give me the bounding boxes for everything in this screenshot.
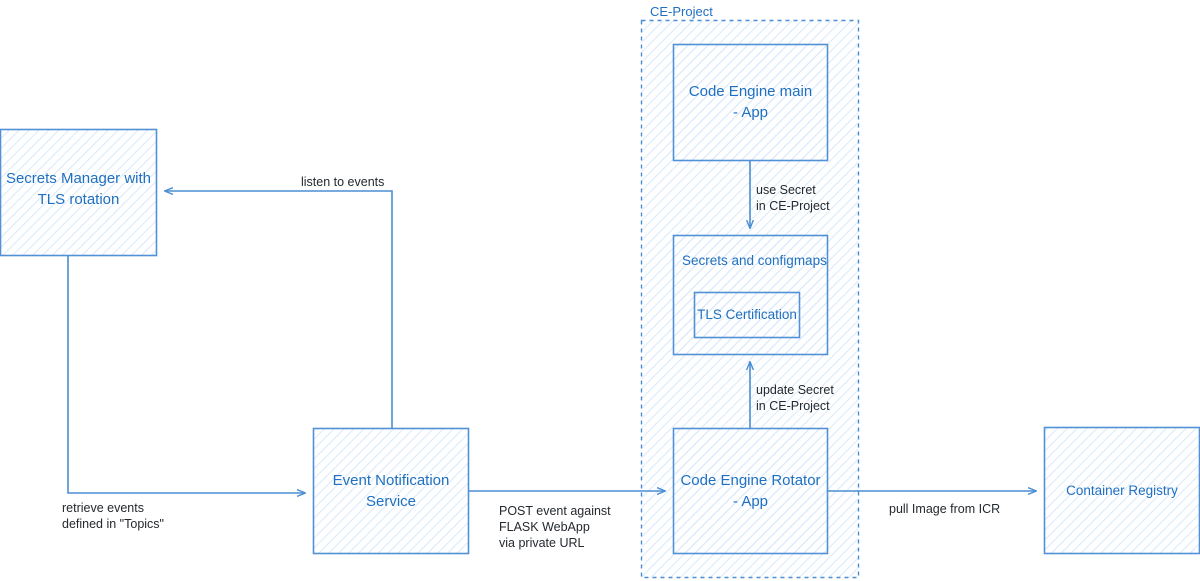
edge-label-use-secret: use Secret in CE-Project bbox=[756, 183, 830, 213]
edge-listen-to-events bbox=[165, 191, 393, 428]
edge-label-retrieve-events: retrieve events defined in "Topics" bbox=[62, 501, 164, 531]
edge-label-pull-image-from-icr: pull Image from ICR bbox=[889, 502, 1001, 516]
node-secrets-manager-box[interactable] bbox=[0, 128, 158, 257]
node-code-engine-rotator-app-box[interactable] bbox=[672, 427, 829, 555]
node-tls-certification-box[interactable] bbox=[693, 291, 801, 339]
edge-label-update-secret: update Secret in CE-Project bbox=[756, 383, 834, 413]
group-ce-project-title: CE-Project bbox=[650, 4, 713, 19]
node-event-notification-service-box[interactable] bbox=[312, 427, 470, 555]
edge-label-listen-to-events: listen to events bbox=[301, 175, 385, 189]
edge-retrieve-events bbox=[67, 256, 305, 493]
edge-label-post-event: POST event against FLASK WebApp via priv… bbox=[499, 504, 611, 550]
node-code-engine-main-app-box[interactable] bbox=[672, 43, 829, 162]
node-container-registry-box[interactable] bbox=[1043, 426, 1200, 555]
